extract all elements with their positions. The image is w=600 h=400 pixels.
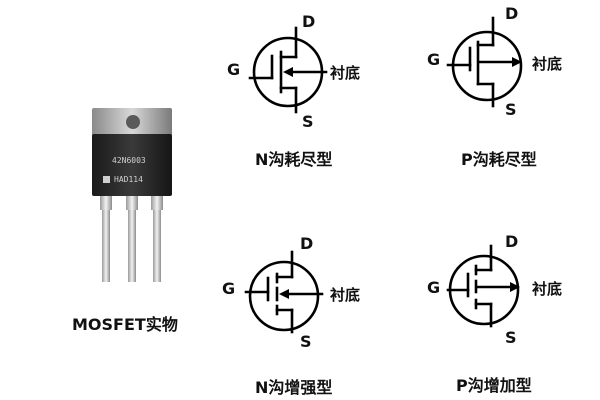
logo-mark [103, 176, 110, 183]
lot-code-marking: HAD114 [114, 175, 143, 184]
lead-right [151, 196, 163, 282]
symbol-p-enhancement [446, 244, 520, 328]
photo-caption: MOSFET实物 [72, 315, 178, 334]
gate-label: G [227, 60, 241, 79]
symbol-p-depletion [446, 16, 523, 108]
substrate-arrow [283, 67, 293, 77]
gate-label: G [427, 50, 441, 69]
substrate-label: 衬底 [532, 55, 563, 73]
drain-label: D [505, 4, 519, 23]
symbol-circle [248, 260, 320, 332]
gate-label: G [427, 278, 441, 297]
substrate-arrow [279, 289, 289, 299]
symbol-title: P沟增加型 [456, 376, 532, 395]
source-label: S [505, 100, 517, 119]
substrate-label: 衬底 [330, 286, 361, 304]
gate-label: G [222, 279, 236, 298]
source-label: S [300, 332, 312, 351]
symbol-n-depletion [248, 26, 328, 114]
mounting-hole [126, 115, 140, 129]
part-number-marking: 42N6003 [112, 156, 146, 165]
lead-left [100, 196, 112, 282]
substrate-arrow [512, 57, 522, 67]
drain-label: D [300, 234, 314, 253]
drain-label: D [302, 12, 316, 31]
substrate-arrow [510, 282, 520, 292]
symbol-title: P沟耗尽型 [461, 150, 537, 169]
symbol-title: N沟增强型 [255, 378, 333, 397]
substrate-label: 衬底 [532, 280, 563, 298]
drain-label: D [505, 232, 519, 251]
mosfet-photo [92, 108, 172, 282]
symbol-n-enhancement [244, 250, 324, 334]
symbol-title: N沟耗尽型 [255, 150, 333, 169]
substrate-label: 衬底 [330, 64, 361, 82]
package-body [92, 134, 172, 196]
lead-middle [126, 196, 138, 282]
source-label: S [505, 328, 517, 347]
source-label: S [302, 112, 314, 131]
